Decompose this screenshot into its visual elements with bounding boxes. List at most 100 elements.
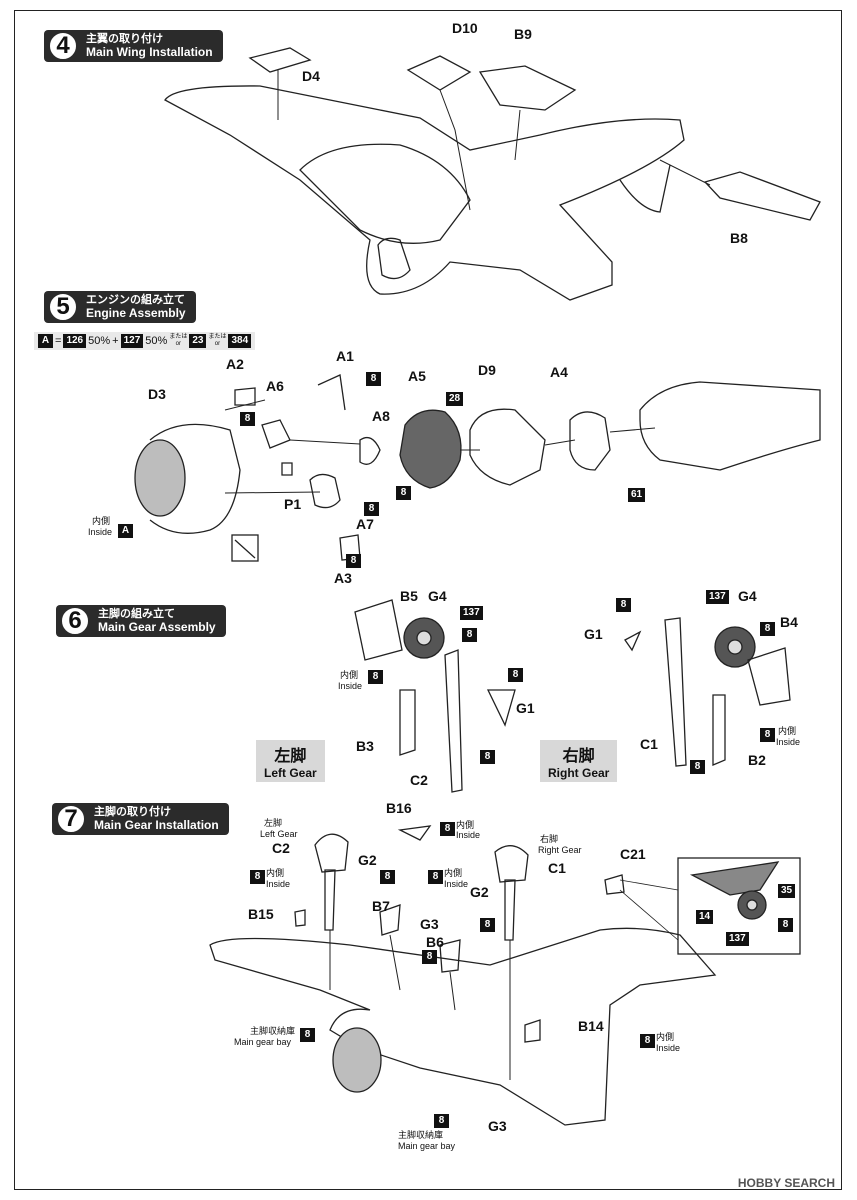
detail-code-8: 8 xyxy=(778,918,793,932)
part-label-d4: D4 xyxy=(302,68,320,84)
paint-code-b15: 8 xyxy=(250,870,265,884)
gear-bay-label-en: Main gear bay xyxy=(398,1141,456,1151)
step7-left-strut-top xyxy=(314,833,349,873)
gear-bay-label-en: Main gear bay xyxy=(234,1037,292,1047)
paint-alt-2: 384 xyxy=(228,334,252,348)
step-title-jp: 主脚の組み立て xyxy=(98,608,175,620)
inside-label-en: Inside xyxy=(776,737,801,747)
part-label-b14: B14 xyxy=(578,1018,604,1034)
step-title-en: Engine Assembly xyxy=(86,306,186,320)
paint-code-bay-bottom: 8 xyxy=(434,1114,449,1128)
part-label-b9: B9 xyxy=(514,26,532,42)
part-b3-drawing xyxy=(399,689,416,756)
paint-code-g2-right: 8 xyxy=(480,918,495,932)
inside-label-en: Inside xyxy=(266,879,291,889)
paint-code-a1: 8 xyxy=(366,372,381,386)
paint-code-g1-left: 8 xyxy=(508,668,523,682)
inside-label-en: Inside xyxy=(444,879,469,889)
paint-color-1: 126 xyxy=(63,334,87,348)
inside-label-en: Inside xyxy=(656,1043,681,1053)
part-label-g4-left: G4 xyxy=(428,588,447,604)
part-d3-drawing xyxy=(149,423,241,534)
part-d10-drawing xyxy=(406,55,472,91)
step-number: 6 xyxy=(60,606,90,636)
part-label-p1: P1 xyxy=(284,496,302,512)
paint-code-c1: 8 xyxy=(690,760,705,774)
part-label-g2-left: G2 xyxy=(358,852,377,868)
part-label-g3-top: G3 xyxy=(420,916,439,932)
step4-wing-outline xyxy=(164,85,685,301)
paint-ratio-2: 50% xyxy=(145,335,168,347)
part-label-b15: B15 xyxy=(248,906,274,922)
inside-label-jp: 内側 xyxy=(456,820,475,830)
part-label-c1: C1 xyxy=(640,736,658,752)
step7-cowling xyxy=(332,1027,382,1093)
part-label-a7: A7 xyxy=(356,516,374,532)
paint-code-wheel-left: 137 xyxy=(460,606,483,620)
part-label-a4: A4 xyxy=(550,364,568,380)
part-b8-drawing xyxy=(703,171,821,221)
inside-label-jp: 内側 xyxy=(340,670,359,680)
detail-code-35: 35 xyxy=(778,884,796,898)
right-gear-small-en: Right Gear xyxy=(538,845,582,855)
part-b16-drawing xyxy=(397,825,432,841)
part-label-a5: A5 xyxy=(408,368,426,384)
part-d9-drawing xyxy=(469,408,546,486)
part-label-c1-install: C1 xyxy=(548,860,566,876)
step-title-jp: エンジンの組み立て xyxy=(86,294,185,306)
paint-code-hub-right: 8 xyxy=(760,622,775,636)
inside-label-jp: 内側 xyxy=(778,726,797,736)
inside-label-jp: 内側 xyxy=(92,516,111,526)
part-a4-drawing xyxy=(569,411,611,471)
step7-airframe-outline xyxy=(209,927,717,1126)
detail-code-14: 14 xyxy=(696,910,714,924)
paint-code-a4: 61 xyxy=(628,488,646,502)
plus-sign: + xyxy=(112,335,119,347)
part-a5-engine xyxy=(399,409,462,489)
part-label-d9: D9 xyxy=(478,362,496,378)
equals-sign: = xyxy=(55,335,62,347)
part-label-a1: A1 xyxy=(336,348,354,364)
step-title-jp: 主脚の取り付け xyxy=(94,806,171,818)
part-b4-drawing xyxy=(747,647,791,706)
paint-code-wheel-right: 137 xyxy=(706,590,729,604)
paint-code-a2: 8 xyxy=(240,412,255,426)
step-title-en: Main Gear Assembly xyxy=(98,620,216,634)
detail-inset-box xyxy=(677,857,801,955)
part-label-d10: D10 xyxy=(452,20,478,36)
part-label-b6: B6 xyxy=(426,934,444,950)
paint-code-c2: 8 xyxy=(480,750,495,764)
detail-code-137: 137 xyxy=(726,932,749,946)
paint-code: A xyxy=(38,334,53,348)
paint-code-bay-left: 8 xyxy=(300,1028,315,1042)
part-label-g1-right: G1 xyxy=(584,626,603,642)
part-label-b3: B3 xyxy=(356,738,374,754)
part-b9-drawing xyxy=(478,65,577,111)
gear-bay-label-jp: 主脚収納庫 xyxy=(398,1130,444,1140)
part-label-a8: A8 xyxy=(372,408,390,424)
gear-bay-label-jp: 主脚収納庫 xyxy=(250,1026,296,1036)
part-label-d3: D3 xyxy=(148,386,166,402)
inside-label-en: Inside xyxy=(88,527,113,537)
left-gear-small-en: Left Gear xyxy=(260,829,298,839)
step4-fuselage-center xyxy=(299,143,471,244)
paint-code-g2-left: 8 xyxy=(380,870,395,884)
part-label-c21: C21 xyxy=(620,846,646,862)
part-label-b4: B4 xyxy=(780,614,798,630)
part-c21-drawing xyxy=(604,874,625,895)
paint-ratio-1: 50% xyxy=(88,335,111,347)
right-gear-small-jp: 右脚 xyxy=(540,834,559,844)
part-label-c2: C2 xyxy=(410,772,428,788)
step7-right-strut-top xyxy=(494,845,529,883)
paint-code-b4-inside: 8 xyxy=(760,728,775,742)
part-label-g3-bottom: G3 xyxy=(488,1118,507,1134)
paint-color-2: 127 xyxy=(120,334,144,348)
part-label-g2-right: G2 xyxy=(470,884,489,900)
part-c2-drawing xyxy=(444,649,463,793)
part-label-b7: B7 xyxy=(372,898,390,914)
